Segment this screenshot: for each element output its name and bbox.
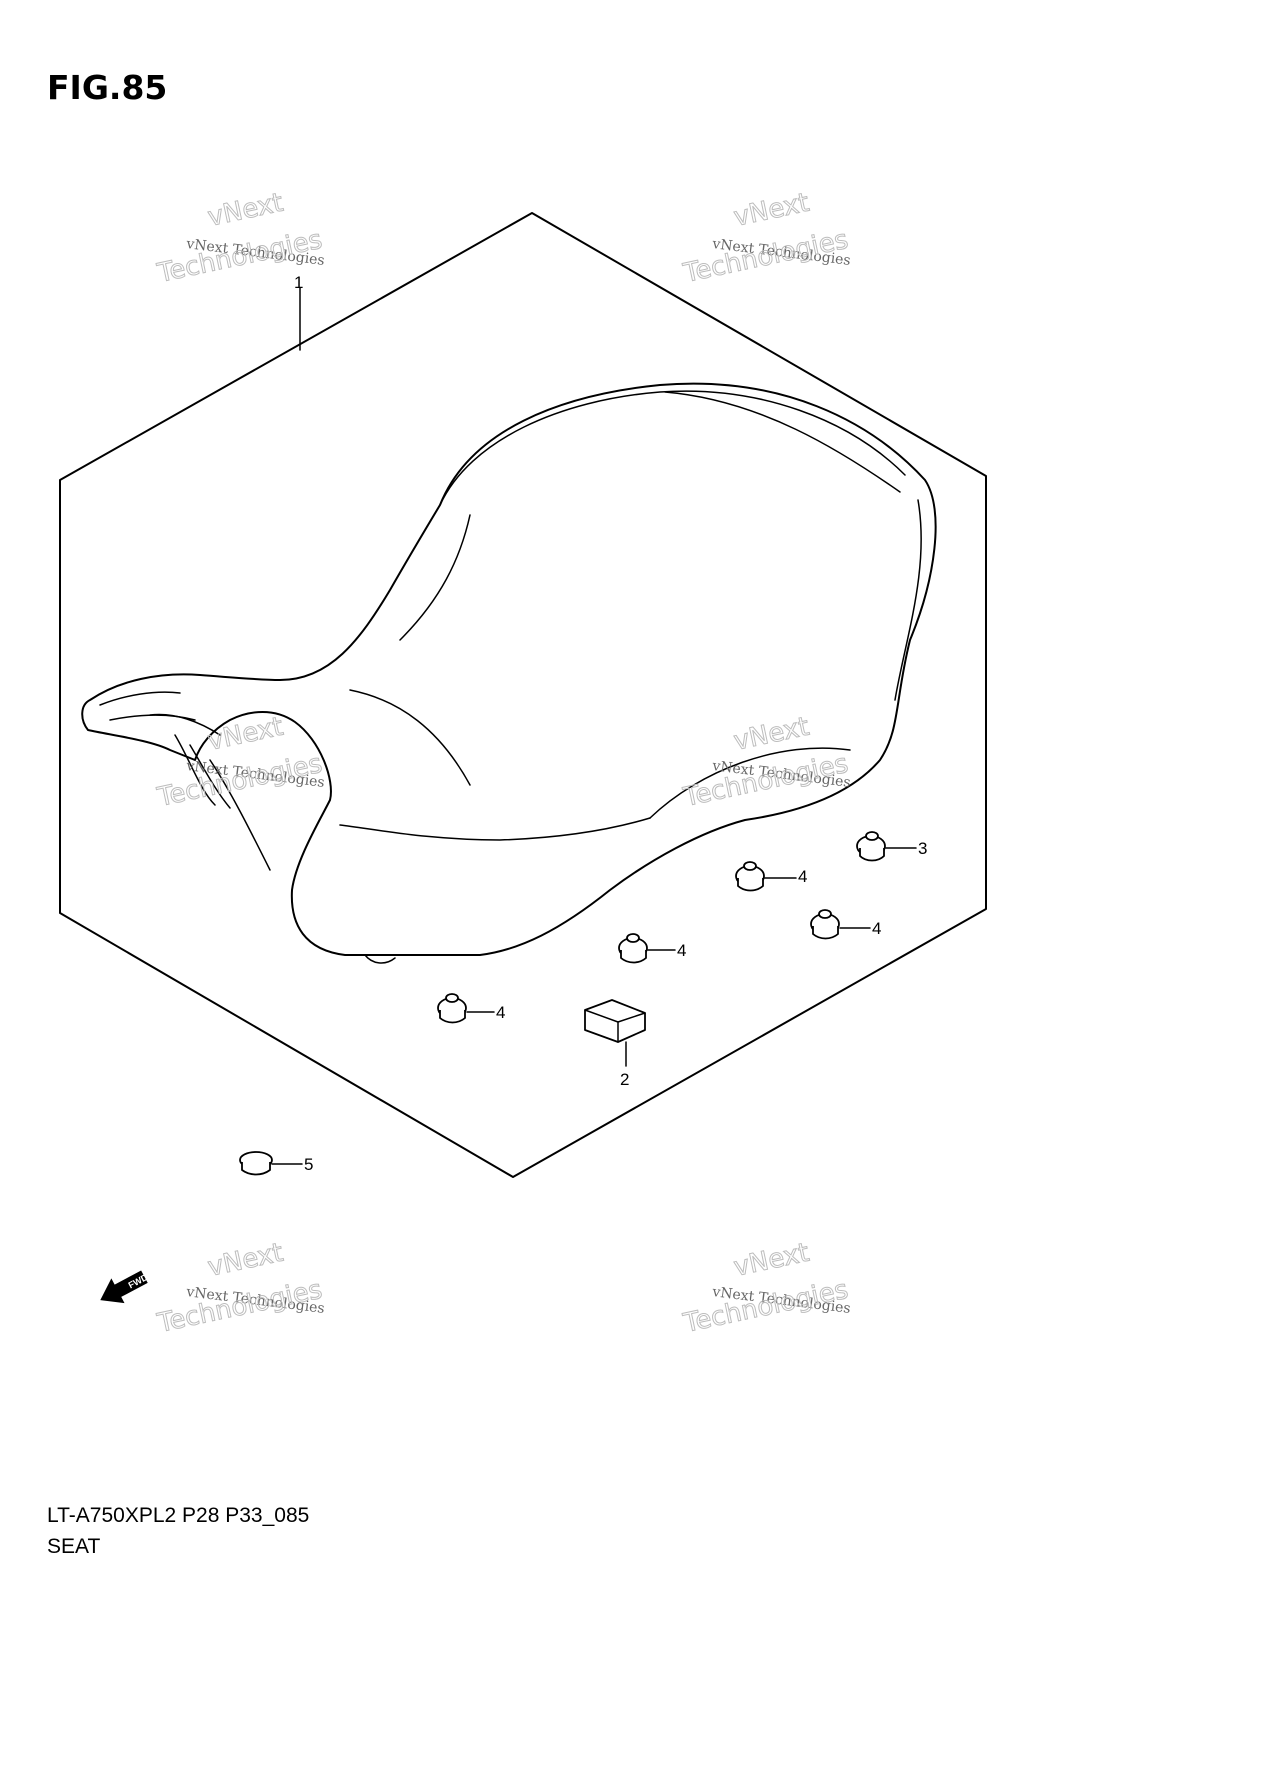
svg-text:Technologies: Technologies bbox=[154, 1275, 325, 1339]
figure-title: FIG.85 bbox=[47, 68, 168, 107]
part-3-cushion[interactable] bbox=[856, 831, 886, 862]
callout-5[interactable]: 5 bbox=[304, 1155, 313, 1174]
seat-assembly[interactable] bbox=[81, 382, 937, 964]
svg-text:Technologies: Technologies bbox=[680, 749, 851, 813]
watermark-top-right: vNext vNext Technologies Technologies bbox=[680, 187, 852, 289]
part-4-cushion-c[interactable] bbox=[618, 933, 648, 964]
part-2-block[interactable] bbox=[584, 999, 646, 1043]
watermark-bottom-left: vNext vNext Technologies Technologies bbox=[154, 1237, 326, 1339]
figure-code: LT-A750XPL2 P28 P33_085 bbox=[47, 1504, 310, 1527]
callout-4d[interactable]: 4 bbox=[496, 1003, 505, 1022]
assembly-hexagon-outline bbox=[59, 212, 987, 1178]
part-4-cushion-a[interactable] bbox=[735, 861, 765, 892]
callout-2[interactable]: 2 bbox=[620, 1070, 629, 1089]
callout-4a[interactable]: 4 bbox=[798, 867, 807, 886]
svg-text:vNext: vNext bbox=[731, 712, 812, 757]
fwd-arrow-icon: FWD bbox=[100, 1270, 150, 1304]
callout-1[interactable]: 1 bbox=[294, 273, 303, 292]
svg-text:vNext: vNext bbox=[205, 188, 286, 233]
part-4-cushion-b[interactable] bbox=[810, 909, 840, 940]
svg-text:vNext: vNext bbox=[731, 1238, 812, 1283]
figure-name: SEAT bbox=[47, 1535, 101, 1558]
svg-text:Technologies: Technologies bbox=[680, 1275, 851, 1339]
svg-text:vNext: vNext bbox=[205, 1238, 286, 1283]
svg-text:Technologies: Technologies bbox=[154, 749, 325, 813]
part-4-cushion-d[interactable] bbox=[437, 993, 467, 1024]
callout-4b[interactable]: 4 bbox=[872, 919, 881, 938]
watermark-bottom-right: vNext vNext Technologies Technologies bbox=[680, 1237, 852, 1339]
callout-4c[interactable]: 4 bbox=[677, 941, 686, 960]
svg-text:Technologies: Technologies bbox=[680, 225, 851, 289]
part-5-grommet[interactable] bbox=[239, 1151, 273, 1176]
svg-text:vNext: vNext bbox=[731, 188, 812, 233]
callout-3[interactable]: 3 bbox=[918, 839, 927, 858]
svg-text:vNext: vNext bbox=[205, 712, 286, 757]
